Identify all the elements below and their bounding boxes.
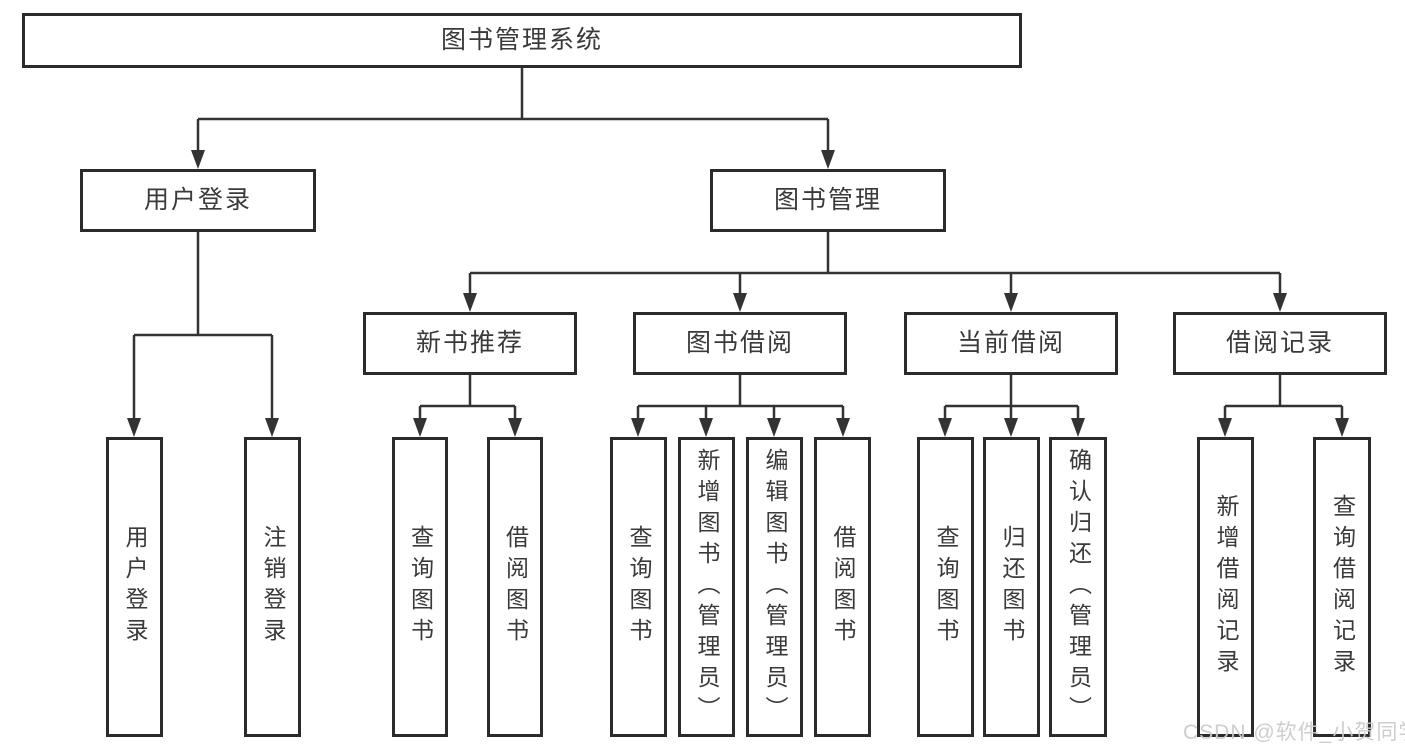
leaf-query-borrow-record: 查询借阅记录 [1313, 437, 1371, 737]
node-label: 用户登录 [143, 186, 252, 214]
node-current-borrow: 当前借阅 [904, 312, 1118, 375]
connector-paths [132, 68, 1344, 420]
node-label: 注销登录 [260, 525, 286, 649]
leaf-add-book-admin: 新增图书（管理员） [678, 437, 735, 737]
node-label: 新书推荐 [415, 329, 524, 357]
leaf-borrow-books-recommend: 借阅图书 [487, 437, 543, 737]
node-label: 新增借阅记录 [1213, 494, 1239, 680]
node-label: 编辑图书（管理员） [762, 447, 788, 727]
leaf-query-books-current: 查询图书 [917, 437, 974, 737]
node-label: 借阅图书 [830, 525, 856, 649]
node-label: 借阅图书 [502, 525, 529, 649]
leaf-return-book: 归还图书 [983, 437, 1040, 737]
node-label: 当前借阅 [956, 329, 1065, 357]
leaf-borrow-books: 借阅图书 [814, 437, 871, 737]
node-label: 图书管理系统 [440, 26, 603, 54]
node-user-login: 用户登录 [80, 169, 316, 232]
leaf-query-books-borrow: 查询图书 [610, 437, 667, 737]
node-borrow-records: 借阅记录 [1173, 312, 1387, 375]
node-label: 查询借阅记录 [1329, 494, 1356, 680]
leaf-add-borrow-record: 新增借阅记录 [1197, 437, 1254, 737]
node-label: 查询图书 [626, 525, 652, 649]
node-new-book-recommend: 新书推荐 [363, 312, 577, 375]
node-label: 借阅记录 [1225, 329, 1334, 357]
node-label: 查询图书 [933, 525, 959, 649]
node-label: 新增图书（管理员） [694, 447, 720, 727]
node-label: 确认归还（管理员） [1065, 447, 1092, 727]
node-system-root: 图书管理系统 [22, 13, 1022, 68]
node-label: 查询图书 [407, 525, 434, 649]
leaf-user-login: 用户登录 [106, 437, 163, 737]
leaf-query-books-recommend: 查询图书 [392, 437, 448, 737]
node-label: 归还图书 [999, 525, 1025, 649]
node-book-borrow: 图书借阅 [633, 312, 847, 375]
arrowheads [127, 150, 1349, 437]
leaf-confirm-return-admin: 确认归还（管理员） [1049, 437, 1107, 737]
leaf-logout: 注销登录 [244, 437, 301, 737]
leaf-edit-book-admin: 编辑图书（管理员） [746, 437, 803, 737]
node-label: 图书管理 [773, 186, 882, 214]
node-book-management: 图书管理 [710, 169, 946, 232]
node-label: 用户登录 [122, 525, 148, 649]
node-label: 图书借阅 [685, 329, 794, 357]
csdn-watermark: CSDN @软件_小贺同学 [1183, 721, 1405, 744]
